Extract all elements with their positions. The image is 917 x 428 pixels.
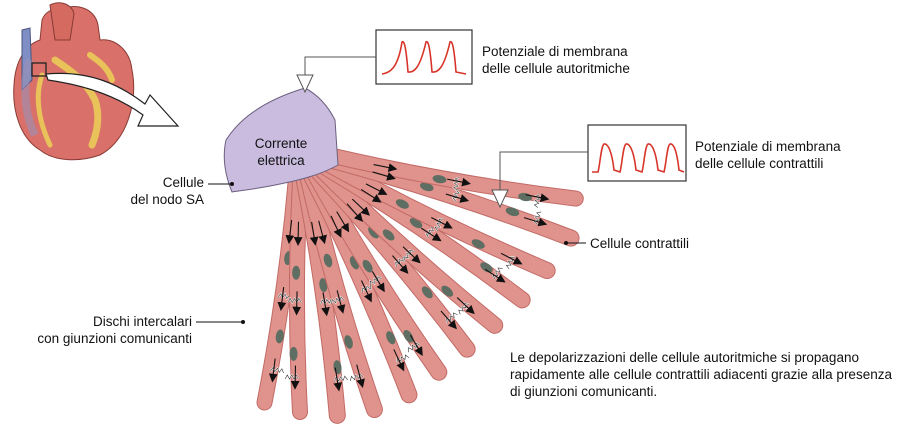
current-arrow — [330, 215, 342, 238]
current-arrow — [392, 255, 409, 274]
current-arrow — [285, 219, 295, 245]
autorhythmic-wave — [381, 40, 467, 75]
autoritmiche-line1: Potenziale di membrana — [482, 44, 628, 59]
current-arrow — [525, 193, 550, 202]
current-arrow — [523, 217, 548, 227]
current-arrow — [372, 171, 396, 181]
nucleus — [421, 286, 433, 299]
current-arrow — [445, 193, 470, 203]
nodo-line2: del nodo SA — [130, 192, 204, 207]
contractile-potential-box — [491, 124, 687, 209]
intercalated-disc — [284, 374, 299, 380]
dischi-line1: Dischi intercalari — [92, 314, 192, 329]
nucleus — [275, 329, 284, 344]
current-arrow — [360, 188, 382, 203]
nodo-line1: Cellule — [162, 175, 204, 190]
autoritmiche-line2: delle cellule autoritmiche — [482, 61, 630, 76]
caption-line1: Le depolarizzazioni delle cellule autori… — [510, 350, 859, 365]
current-arrow — [321, 292, 330, 317]
caption: Le depolarizzazioni delle cellule autori… — [510, 349, 892, 400]
current-arrow — [420, 227, 442, 242]
intercalated-disc — [446, 312, 458, 324]
current-arrow — [500, 252, 523, 265]
current-arrow — [447, 177, 471, 187]
intercalated-disc — [350, 373, 364, 381]
nucleus — [344, 335, 353, 349]
contrattili-pot-line1: Potenziale di membrana — [695, 139, 841, 154]
nucleus — [505, 207, 520, 217]
zoom-arrow — [45, 72, 180, 127]
intercalated-disc — [505, 256, 515, 270]
sa-node-label: Cellule del nodo SA — [100, 174, 204, 208]
current-arrow — [309, 221, 319, 246]
dischi-line2: con giunzioni comunicanti — [37, 331, 192, 346]
nucleus — [471, 239, 485, 249]
current-arrow — [336, 290, 346, 314]
nucleus — [368, 226, 380, 239]
caption-line2: rapidamente alle cellule contrattili adi… — [510, 367, 892, 382]
nucleus — [362, 259, 373, 273]
nucleus — [441, 285, 454, 297]
intercalated-disc — [408, 342, 421, 353]
nucleus — [386, 331, 396, 345]
intercalated-disc — [369, 276, 382, 286]
pointer-arrow-autorhythmic — [296, 74, 314, 94]
current-arrow — [268, 358, 278, 383]
sa-node — [223, 87, 339, 193]
autorhythmic-label: Potenziale di membrana delle cellule aut… — [482, 43, 630, 77]
current-arrow — [351, 198, 370, 216]
current-arrow — [318, 220, 327, 245]
current-arrow — [393, 349, 405, 372]
nucleus — [323, 253, 333, 268]
current-arrow — [356, 364, 365, 389]
intercalated-disc — [287, 297, 302, 304]
intercalated-discs-label: Dischi intercalari con giunzioni comunic… — [10, 313, 192, 347]
current-arrow — [440, 310, 457, 330]
contrattili-pot-line2: delle cellule contrattili — [695, 156, 824, 171]
current-arrow — [373, 163, 398, 172]
intercalated-disc — [434, 218, 444, 232]
current-arrow — [456, 297, 475, 315]
corrente-line1: Corrente — [254, 136, 308, 151]
current-arrow — [277, 286, 287, 312]
intercalated-disc — [334, 375, 348, 382]
intercalated-disc — [458, 303, 470, 315]
contractile-wave — [592, 143, 685, 174]
nucleus — [289, 346, 298, 361]
nucleus — [382, 229, 395, 241]
current-arrow — [431, 216, 453, 229]
current-arrow — [346, 203, 363, 222]
intercalated-disc — [270, 366, 284, 374]
nucleus — [319, 278, 328, 293]
nucleus — [480, 262, 493, 273]
current-arrow — [365, 183, 388, 195]
current-arrow — [402, 246, 421, 264]
corrente-line2: elettrica — [257, 153, 305, 168]
contractile-potential-label: Potenziale di membrana delle cellule con… — [695, 138, 841, 172]
nucleus — [403, 330, 414, 343]
intercalated-disc — [331, 296, 345, 305]
current-arrow — [333, 367, 343, 392]
nucleus — [395, 199, 409, 209]
nucleus — [419, 182, 434, 192]
intercalated-disc — [403, 249, 415, 262]
current-arrow — [336, 211, 350, 233]
intercalated-disc — [492, 267, 503, 280]
current-arrow — [484, 268, 506, 283]
autorhythmic-potential-box — [296, 29, 473, 94]
current-arrow — [360, 280, 372, 303]
intercalated-disc — [396, 354, 410, 364]
current-arrow — [371, 271, 385, 293]
nucleus — [432, 175, 447, 184]
current-arrow — [409, 334, 423, 356]
caption-line3: di giunzioni comunicanti. — [510, 384, 658, 399]
corrente-label: Corrente elettrica — [248, 135, 314, 169]
contractile-cells-label: Cellule contrattili — [590, 236, 690, 251]
intercalated-disc — [453, 177, 460, 191]
nucleus — [292, 265, 301, 280]
current-arrows — [268, 163, 550, 392]
pointer-arrow-contractile — [491, 189, 509, 209]
